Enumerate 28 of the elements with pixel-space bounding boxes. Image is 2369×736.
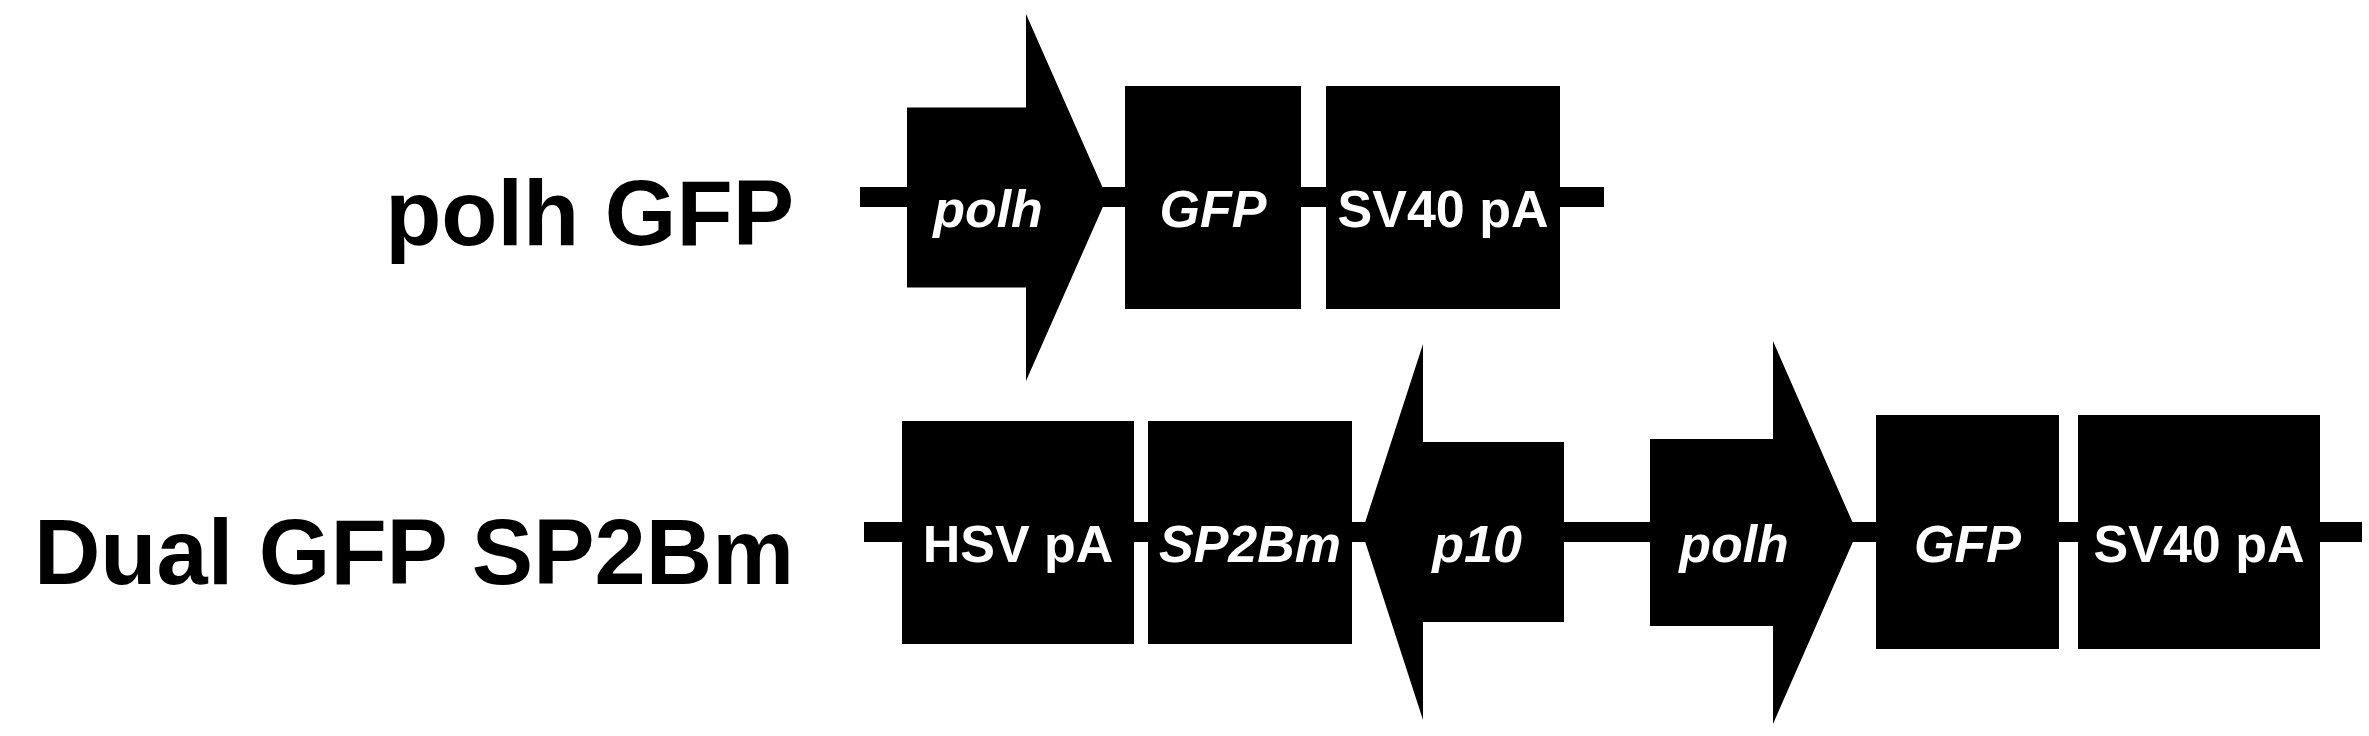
feature-box [1876, 415, 2059, 649]
feature-box [2078, 415, 2320, 649]
feature-box [1326, 85, 1560, 309]
backbone-line [1301, 187, 1326, 207]
backbone-line [1134, 522, 1148, 542]
backbone-line [1102, 187, 1125, 207]
backbone-line [1560, 187, 1604, 207]
backbone-line [2059, 522, 2078, 542]
feature-box [1125, 85, 1301, 309]
backbone-line [1852, 522, 1876, 542]
construct-label: Dual GFP SP2Bm [33, 500, 794, 605]
backbone-line [1564, 522, 1650, 542]
feature-label: SP2Bm [1158, 513, 1342, 575]
feature-label: polh [1679, 513, 1789, 575]
backbone-line [864, 522, 902, 542]
feature-label: GFP [1914, 513, 2021, 575]
feature-label: polh [933, 178, 1043, 240]
feature-label: p10 [1432, 513, 1522, 575]
feature-label: HSV pA [922, 513, 1114, 575]
feature-box [1148, 420, 1352, 644]
promoter-symbol [1362, 344, 1564, 720]
construct-label: polh GFP [385, 161, 794, 266]
backbone-line [2320, 522, 2362, 542]
feature-label: SV40 pA [2093, 513, 2305, 575]
feature-box [902, 420, 1134, 644]
feature-label: GFP [1159, 178, 1267, 240]
feature-label: SV40 pA [1337, 178, 1549, 240]
backbone-line [860, 187, 907, 207]
